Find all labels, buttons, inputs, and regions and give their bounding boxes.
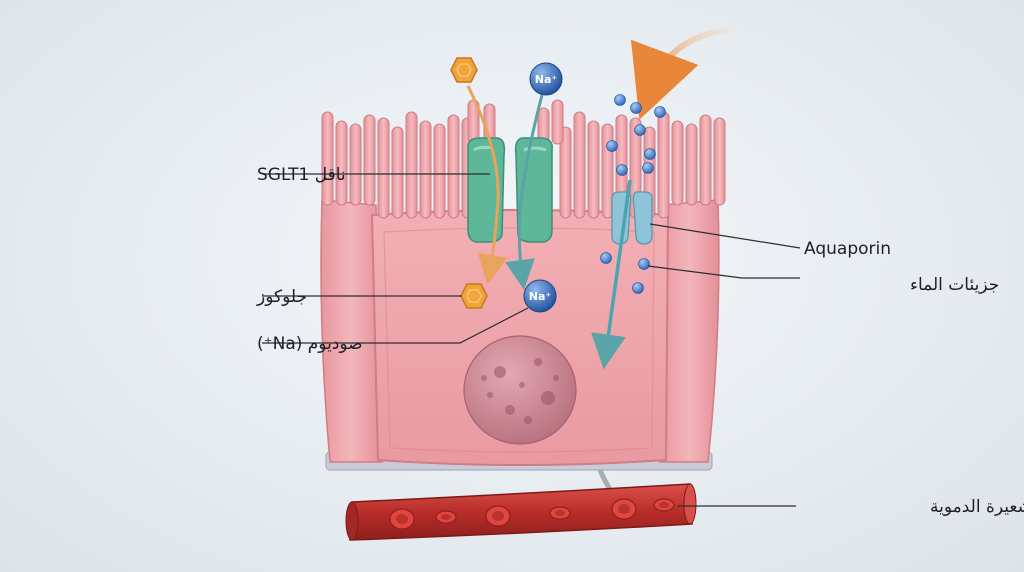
water-molecule [630,102,642,114]
water-path-arrow [591,179,632,370]
water-molecule [600,252,612,264]
label-sglt1: ناقل SGLT1 [257,165,346,185]
nucleus-chromatin [481,358,559,424]
microvillus [551,99,564,145]
water-molecule [638,258,650,270]
microvillus [391,126,404,219]
microvillus [433,123,446,219]
label-glucose: جلوكوز [256,287,307,307]
water-molecule [606,140,618,152]
microvillus [699,114,712,206]
microvillus [447,114,460,219]
sodium-ion-symbol-inner: Na⁺ [529,290,552,303]
sodium-ion-intracellular: Na⁺ [523,279,557,313]
glucose-molecule-intracellular [460,283,488,309]
microvillus [713,117,726,206]
microvillus [671,120,684,206]
sodium-ion-symbol: Na⁺ [535,73,558,86]
water-molecule [614,94,626,106]
left-neighbor-cell [320,199,383,463]
red-blood-cell-center [659,502,669,508]
label-aquaporin: Aquaporin [804,239,891,259]
label-capillary: الشعيرة الدموية [930,497,1024,517]
microvillus [657,111,670,219]
label-sodium: صوديوم (Na⁺) [257,334,363,354]
microvillus [685,123,698,206]
glucose-path-arrow [466,85,508,285]
glucose-molecule-extracellular [450,57,478,83]
sodium-ion-extracellular: Na⁺ [529,62,563,96]
red-blood-cell-center [396,514,408,524]
microvilli [321,99,726,219]
water-leader-line [647,265,800,279]
water-molecule [634,124,646,136]
red-blood-cells [389,498,675,530]
red-blood-cell-center [492,511,504,521]
microvillus [405,111,418,219]
microvillus [321,111,334,206]
red-blood-cell-center [555,510,565,516]
red-blood-cell-center [441,514,451,520]
water-molecule [654,106,666,118]
blood-capillary [345,469,697,541]
microvillus [363,114,376,206]
water-molecule [616,164,628,176]
water-molecule [632,282,644,294]
water-entry-curve-arrow [630,27,729,120]
red-blood-cell-center [618,504,630,514]
water-molecules [600,94,666,294]
right-neighbor-cell [659,199,720,463]
sodium-path-arrow [505,94,544,290]
microvillus [587,120,600,219]
microvillus [573,111,586,219]
water-molecule [644,148,656,160]
microvillus [559,126,572,219]
aquaporin-leader-line [649,223,801,249]
microvillus [419,120,432,219]
microvillus [377,117,390,219]
label-water-molecules: جزيئات الماء [910,275,999,295]
microvillus [335,120,348,206]
microvillus [349,123,362,206]
sodium-leader-line [262,307,529,344]
water-molecule [642,162,654,174]
nucleus [463,335,577,445]
